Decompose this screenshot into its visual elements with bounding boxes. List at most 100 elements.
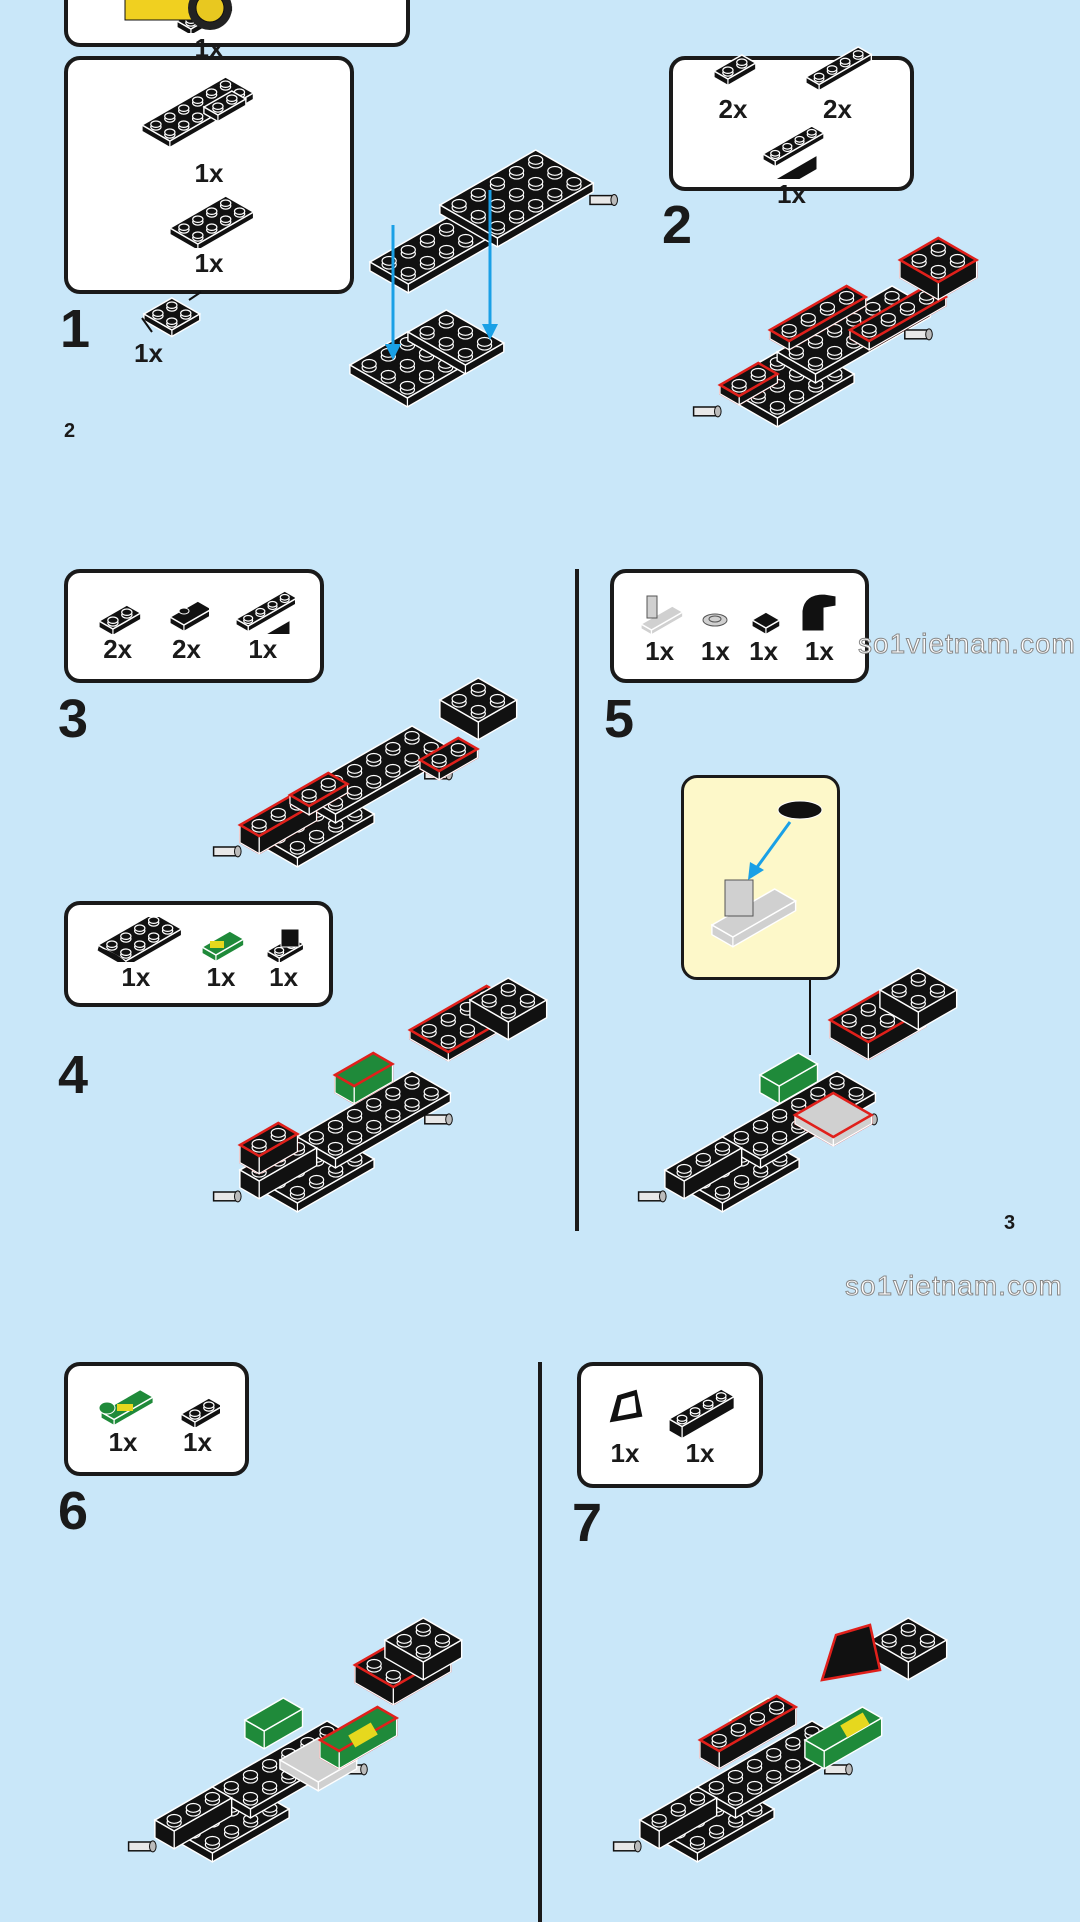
stud [346, 1108, 363, 1119]
stud [714, 1185, 731, 1196]
stud [727, 1769, 744, 1780]
placement-arrow [385, 225, 401, 360]
previous-step-box [64, 0, 410, 47]
axle-pin [824, 1763, 853, 1776]
stud [750, 367, 766, 378]
stud [804, 1747, 820, 1758]
stud [438, 314, 454, 325]
stud [106, 939, 118, 948]
stud [380, 347, 396, 358]
stud [204, 1791, 221, 1802]
stud [204, 1813, 221, 1824]
stud [785, 1736, 801, 1747]
stud [415, 1622, 431, 1633]
stud [242, 1791, 259, 1802]
stud [423, 1086, 439, 1097]
stud [300, 1736, 316, 1747]
stud [328, 1163, 344, 1174]
watermark: so1vietnam.com [845, 1270, 1063, 1302]
stud [289, 796, 306, 807]
stud [747, 1802, 763, 1813]
stud [270, 807, 286, 818]
stud [289, 1185, 306, 1196]
brick-1x4-icon [666, 1387, 736, 1438]
stud [852, 49, 864, 57]
axle-pin [127, 1840, 157, 1853]
stud [381, 255, 397, 266]
brick [295, 725, 452, 824]
stud [226, 93, 238, 102]
stud [418, 369, 435, 380]
stud [752, 1141, 769, 1152]
stud [262, 1802, 278, 1813]
stud [478, 990, 495, 1001]
stud [695, 1152, 711, 1163]
stud [865, 301, 881, 312]
stud [251, 818, 267, 829]
plate-1x2-icon [179, 1396, 220, 1427]
stud [547, 187, 563, 198]
stud [419, 325, 435, 336]
sub-assembly-callout [681, 775, 840, 980]
stud [270, 807, 286, 818]
stud [438, 336, 454, 347]
stud [819, 301, 836, 312]
stud [884, 312, 900, 323]
axle-pin [339, 1763, 368, 1776]
brick [438, 149, 595, 248]
stud [736, 57, 748, 66]
column-divider [538, 1362, 542, 1922]
stud [489, 220, 506, 231]
brick [804, 45, 873, 92]
watermark: so1vietnam.com [858, 628, 1076, 660]
stud [166, 316, 178, 325]
brick [712, 53, 758, 86]
stud [838, 290, 855, 301]
stud [839, 57, 851, 65]
stud [676, 1414, 687, 1422]
number-177-print [348, 1722, 378, 1748]
stud [826, 323, 843, 334]
stud [440, 1012, 456, 1023]
stud [434, 1633, 451, 1644]
brick [168, 599, 209, 632]
stud [279, 593, 291, 601]
stud [385, 1108, 401, 1119]
stud [192, 230, 204, 239]
stud [242, 1769, 259, 1780]
stud [385, 1669, 401, 1680]
stud [470, 209, 486, 220]
stud [270, 1152, 286, 1163]
stud [746, 1780, 763, 1791]
stud [164, 111, 176, 120]
stud [261, 1758, 278, 1769]
bracket-1x4-icon [760, 124, 825, 179]
stud [769, 400, 786, 411]
stud [366, 1658, 382, 1669]
brick [243, 1697, 304, 1750]
brick [803, 1706, 884, 1770]
stud [301, 788, 317, 799]
stud [695, 1152, 711, 1163]
stud [308, 1174, 325, 1185]
stud [689, 1791, 706, 1802]
stud [270, 1127, 286, 1138]
stud [702, 1399, 714, 1407]
brick [202, 89, 248, 122]
stud [785, 1758, 801, 1769]
stud [860, 1024, 876, 1035]
stud [281, 1747, 297, 1758]
stud [750, 367, 766, 378]
stud [212, 101, 224, 110]
stud [320, 777, 336, 788]
stud [308, 829, 325, 840]
step-6-parts-box: 1x 1x [64, 1362, 249, 1476]
stud [930, 264, 946, 275]
stud [178, 222, 190, 231]
stud [451, 198, 467, 209]
stud [766, 1769, 782, 1780]
stud [651, 1813, 667, 1824]
stud [458, 233, 474, 244]
windscreen-piece [820, 1623, 882, 1682]
stud [185, 1824, 201, 1835]
